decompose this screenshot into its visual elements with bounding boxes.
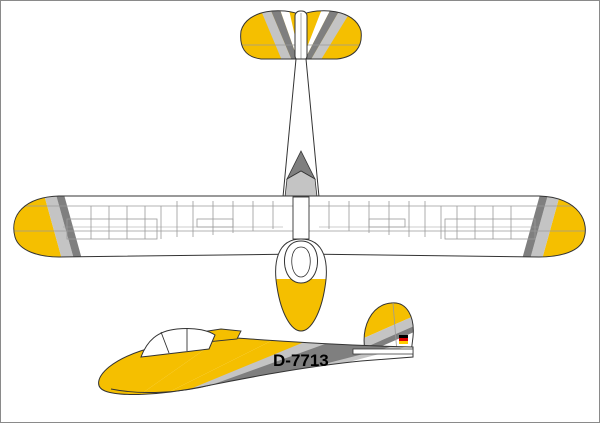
registration-marking: D-7713: [273, 351, 329, 370]
tail-boom: [282, 58, 320, 198]
horizontal-stabilizer: [240, 10, 362, 62]
nose-pod-top: [275, 238, 327, 332]
canopy-side: [140, 328, 216, 358]
german-flag: [399, 335, 408, 344]
top-view: [13, 10, 586, 332]
side-view: D-7713: [98, 302, 414, 395]
